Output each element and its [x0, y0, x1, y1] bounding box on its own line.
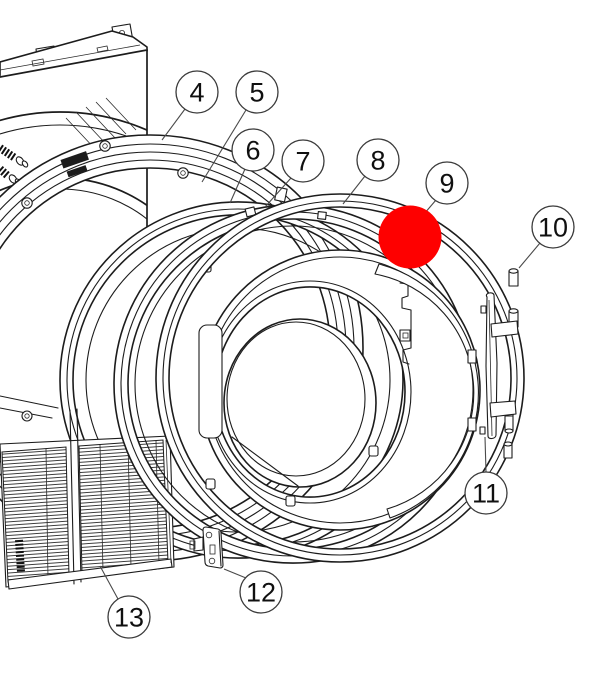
hinge-mount-nub [467, 349, 477, 364]
leader-5 [201, 109, 247, 183]
callout-6[interactable]: 6 [231, 128, 275, 172]
svg-text:4: 4 [189, 78, 204, 108]
leader-4 [161, 108, 186, 141]
callout-10[interactable]: 10 [531, 205, 575, 249]
svg-text:6: 6 [245, 136, 260, 166]
door-bezel-ring [155, 193, 525, 563]
callout-11[interactable]: 11 [464, 471, 508, 515]
boss [205, 478, 216, 490]
boss [368, 445, 379, 457]
hinge-mount-nub [467, 417, 477, 432]
ring-tab [317, 211, 327, 220]
callout-13[interactable]: 13 [107, 595, 151, 639]
leader-10 [518, 242, 541, 269]
label-sticker [60, 151, 89, 178]
door-glass-bowl [223, 318, 379, 488]
hinge-bracket [479, 292, 519, 440]
screw-thread [0, 165, 11, 180]
svg-text:12: 12 [246, 578, 276, 608]
duct-gap-line [69, 409, 75, 585]
pin-bushings [503, 268, 519, 459]
hinge-arm-upper [490, 320, 519, 338]
window-trim [198, 324, 223, 439]
svg-text:8: 8 [370, 146, 385, 176]
svg-text:7: 7 [295, 147, 310, 177]
hinge-arm-lower [489, 400, 517, 418]
leader-11 [484, 436, 487, 473]
door-hinge-rim [374, 263, 479, 519]
svg-text:13: 13 [114, 603, 144, 633]
svg-text:9: 9 [439, 169, 454, 199]
part-9-highlight-marker[interactable] [378, 205, 442, 269]
leader-7 [264, 177, 292, 208]
leader-13 [99, 565, 119, 600]
screw-boss [21, 140, 189, 209]
cabinet-top-face [0, 30, 148, 79]
leader-8 [342, 175, 366, 205]
callout-8[interactable]: 8 [356, 138, 400, 182]
ring-tab [244, 206, 257, 218]
svg-text:10: 10 [538, 213, 568, 243]
leader-12 [223, 568, 247, 579]
callout-9[interactable]: 9 [425, 161, 469, 205]
svg-text:11: 11 [472, 479, 500, 509]
latch-catch [193, 536, 204, 552]
callout-4[interactable]: 4 [175, 70, 219, 114]
latch-striker [189, 526, 224, 569]
boss [285, 495, 296, 507]
grille-mesh-left [1, 446, 70, 583]
hinge-nub [479, 426, 486, 435]
lint-grille [0, 408, 175, 590]
callout-12[interactable]: 12 [239, 570, 283, 614]
grille-bottom-frame [7, 558, 173, 590]
callout-5[interactable]: 5 [235, 70, 279, 114]
callout-7[interactable]: 7 [281, 139, 325, 183]
spring-coil [15, 539, 25, 573]
svg-text:5: 5 [249, 78, 264, 108]
door-frame [198, 249, 481, 531]
latch-plate [202, 526, 224, 569]
leader-6 [229, 168, 246, 204]
leader-lines [99, 108, 541, 600]
latch-recess [399, 282, 412, 365]
screw-thread [0, 144, 18, 162]
hinge-nub [480, 305, 487, 314]
